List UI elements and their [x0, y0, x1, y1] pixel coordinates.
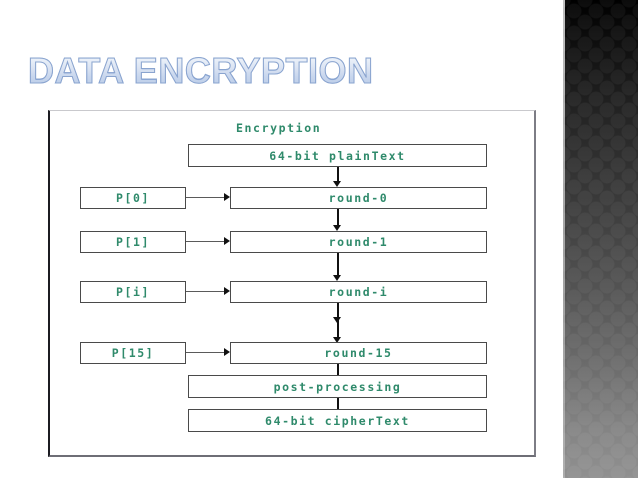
node-ciphertext: 64-bit cipherText [188, 409, 487, 432]
node-plaintext: 64-bit plainText [188, 144, 487, 167]
node-post-processing: post-processing [188, 375, 487, 398]
arrow-p0-to-round-0 [186, 193, 230, 202]
node-key-p15: P[15] [80, 342, 186, 364]
node-key-p0: P[0] [80, 187, 186, 209]
arrow-continues-to-round-15 [333, 318, 342, 343]
diagram-canvas: Encryption 64-bit plainText P[0] round-0… [50, 111, 534, 455]
node-round-15: round-15 [230, 342, 487, 364]
band-pattern-texture [563, 0, 638, 478]
encryption-diagram-panel: Encryption 64-bit plainText P[0] round-0… [48, 110, 536, 457]
node-round-1: round-1 [230, 231, 487, 253]
band-left-edge-highlight [563, 0, 565, 478]
decorative-right-band [563, 0, 638, 478]
node-key-pi: P[i] [80, 281, 186, 303]
arrow-round-1-to-round-i [333, 253, 342, 281]
arrow-p1-to-round-1 [186, 237, 230, 246]
node-round-i: round-i [230, 281, 487, 303]
node-key-p1: P[1] [80, 231, 186, 253]
diagram-caption: Encryption [236, 121, 322, 135]
arrow-pi-to-round-i [186, 287, 230, 296]
arrow-plaintext-to-round-0 [333, 167, 342, 187]
arrow-round-0-to-round-1 [333, 209, 342, 231]
page-title: Data Encryption [28, 50, 374, 92]
node-round-0: round-0 [230, 187, 487, 209]
arrow-p15-to-round-15 [186, 348, 230, 357]
